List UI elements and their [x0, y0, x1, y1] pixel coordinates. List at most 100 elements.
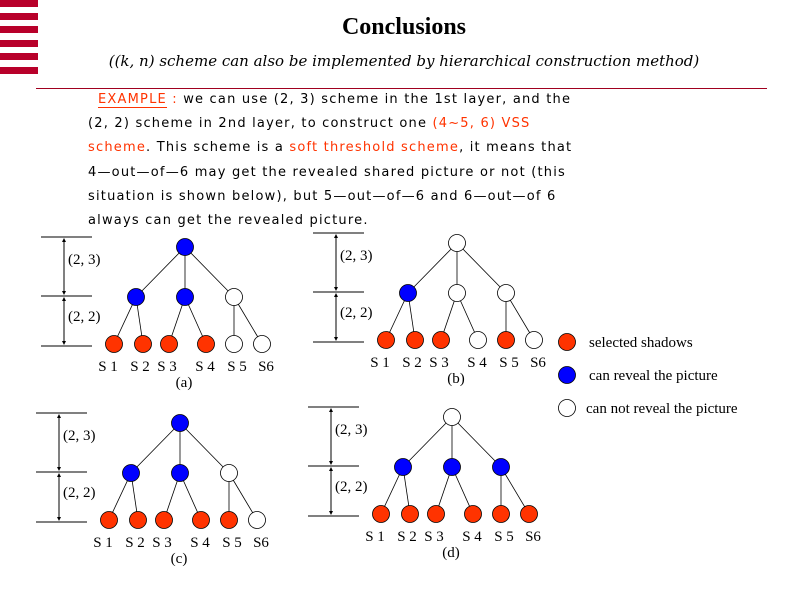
layer1-label: (2, 3) [340, 248, 373, 264]
shadow-label: S 1 [93, 535, 113, 551]
shadow-label: S 3 [157, 359, 177, 375]
shadow-label: S 4 [195, 359, 215, 375]
shadow-label: S 3 [152, 535, 172, 551]
shadow-label: S6 [258, 359, 274, 375]
tree-edge [500, 466, 530, 515]
selected-node [100, 511, 118, 529]
shadow-label: S 3 [424, 529, 444, 545]
noreveal-node [448, 234, 466, 252]
paragraph-line: scheme. This scheme is a soft threshold … [88, 136, 728, 160]
layer1-label: (2, 3) [335, 422, 368, 438]
paragraph-text: (2, 2) scheme in 2nd layer, to construct… [88, 116, 433, 132]
selected-node [401, 505, 419, 523]
selected-node [432, 331, 450, 349]
diagram-d: (2, 3) (2, 2) S 1 S 2 S 3 S 4 S 5 S6 (d) [308, 406, 541, 561]
noreveal-node [225, 288, 243, 306]
noreveal-node [225, 335, 243, 353]
shadow-label: S 4 [462, 529, 482, 545]
layer1-label: (2, 3) [63, 428, 96, 444]
shadow-label: S 2 [397, 529, 417, 545]
selected-node [134, 335, 152, 353]
layer2-label: (2, 2) [340, 305, 373, 321]
stripe [0, 40, 38, 47]
paragraph-text: we can use (2, 3) scheme in the 1st laye… [183, 92, 572, 107]
shadow-label: S 4 [467, 355, 487, 371]
selected-node [129, 511, 147, 529]
arrow-head-down [57, 467, 61, 471]
noreveal-node [253, 335, 271, 353]
noreveal-node [443, 408, 461, 426]
reveal-node [127, 288, 145, 306]
arrow-head-down [62, 291, 66, 295]
selected-node [377, 331, 395, 349]
diagram-caption: (d) [442, 545, 460, 561]
selected-node [105, 335, 123, 353]
tree-edge [233, 296, 263, 345]
reveal-node [171, 464, 189, 482]
page-title: Conclusions [341, 14, 467, 40]
example-paragraph: EXAMPLE : we can use (2, 3) scheme in th… [88, 88, 728, 233]
shadow-label: S 5 [227, 359, 247, 375]
tree-edge [505, 292, 535, 341]
shadow-label: S 2 [125, 535, 145, 551]
paragraph-line: (2, 2) scheme in 2nd layer, to construct… [88, 112, 728, 136]
shadow-label: S 2 [402, 355, 422, 371]
noreveal-node [469, 331, 487, 349]
selected-node [155, 511, 173, 529]
shadow-label: S 5 [222, 535, 242, 551]
legend-label: can not reveal the picture [586, 401, 738, 417]
selected-node [220, 511, 238, 529]
arrow-head-down [334, 287, 338, 291]
selected-node [497, 331, 515, 349]
highlight-text: scheme [88, 140, 147, 156]
selected-node [464, 505, 482, 523]
title-divider [36, 88, 767, 89]
legend-noreveal-swatch [558, 399, 576, 417]
layer2-label: (2, 2) [68, 309, 101, 325]
page-subtitle: ((k, n) scheme can also be implemented b… [108, 52, 700, 70]
arrow-head-up [329, 467, 333, 471]
tree-edge [456, 242, 507, 294]
diagram-caption: (a) [176, 375, 193, 391]
tree-edge [179, 422, 230, 474]
arrow-head-up [62, 297, 66, 301]
arrow-head-down [329, 461, 333, 465]
shadow-label: S 1 [365, 529, 385, 545]
tree-edge [402, 416, 453, 468]
arrow-head-down [62, 341, 66, 345]
paragraph-text: 4—out—of—6 may get the revealed shared p… [88, 164, 567, 180]
paragraph-text: situation is shown below), but 5—out—of—… [88, 188, 557, 204]
tree-edge [135, 246, 186, 298]
selected-node [406, 331, 424, 349]
stripe [0, 13, 38, 20]
selected-node [197, 335, 215, 353]
stripe [0, 53, 38, 60]
tree-edge [407, 242, 458, 294]
reveal-node [176, 288, 194, 306]
reveal-node [399, 284, 417, 302]
arrow-head-down [334, 337, 338, 341]
shadow-label: S 5 [499, 355, 519, 371]
selected-node [492, 505, 510, 523]
shadow-label: S6 [525, 529, 541, 545]
highlight-text: soft threshold scheme [289, 140, 460, 156]
arrow-head-down [329, 511, 333, 515]
shadow-label: S 2 [130, 359, 150, 375]
reveal-node [176, 238, 194, 256]
noreveal-node [448, 284, 466, 302]
stripe [0, 26, 38, 33]
shadow-label: S 5 [494, 529, 514, 545]
arrow-head-up [329, 408, 333, 412]
layer2-label: (2, 2) [335, 479, 368, 495]
selected-node [192, 511, 210, 529]
diagram-caption: (c) [171, 551, 188, 567]
reveal-node [122, 464, 140, 482]
arrow-head-up [334, 234, 338, 238]
highlight-text: (4~5, 6) VSS [432, 116, 531, 132]
selected-node [160, 335, 178, 353]
arrow-head-up [57, 414, 61, 418]
